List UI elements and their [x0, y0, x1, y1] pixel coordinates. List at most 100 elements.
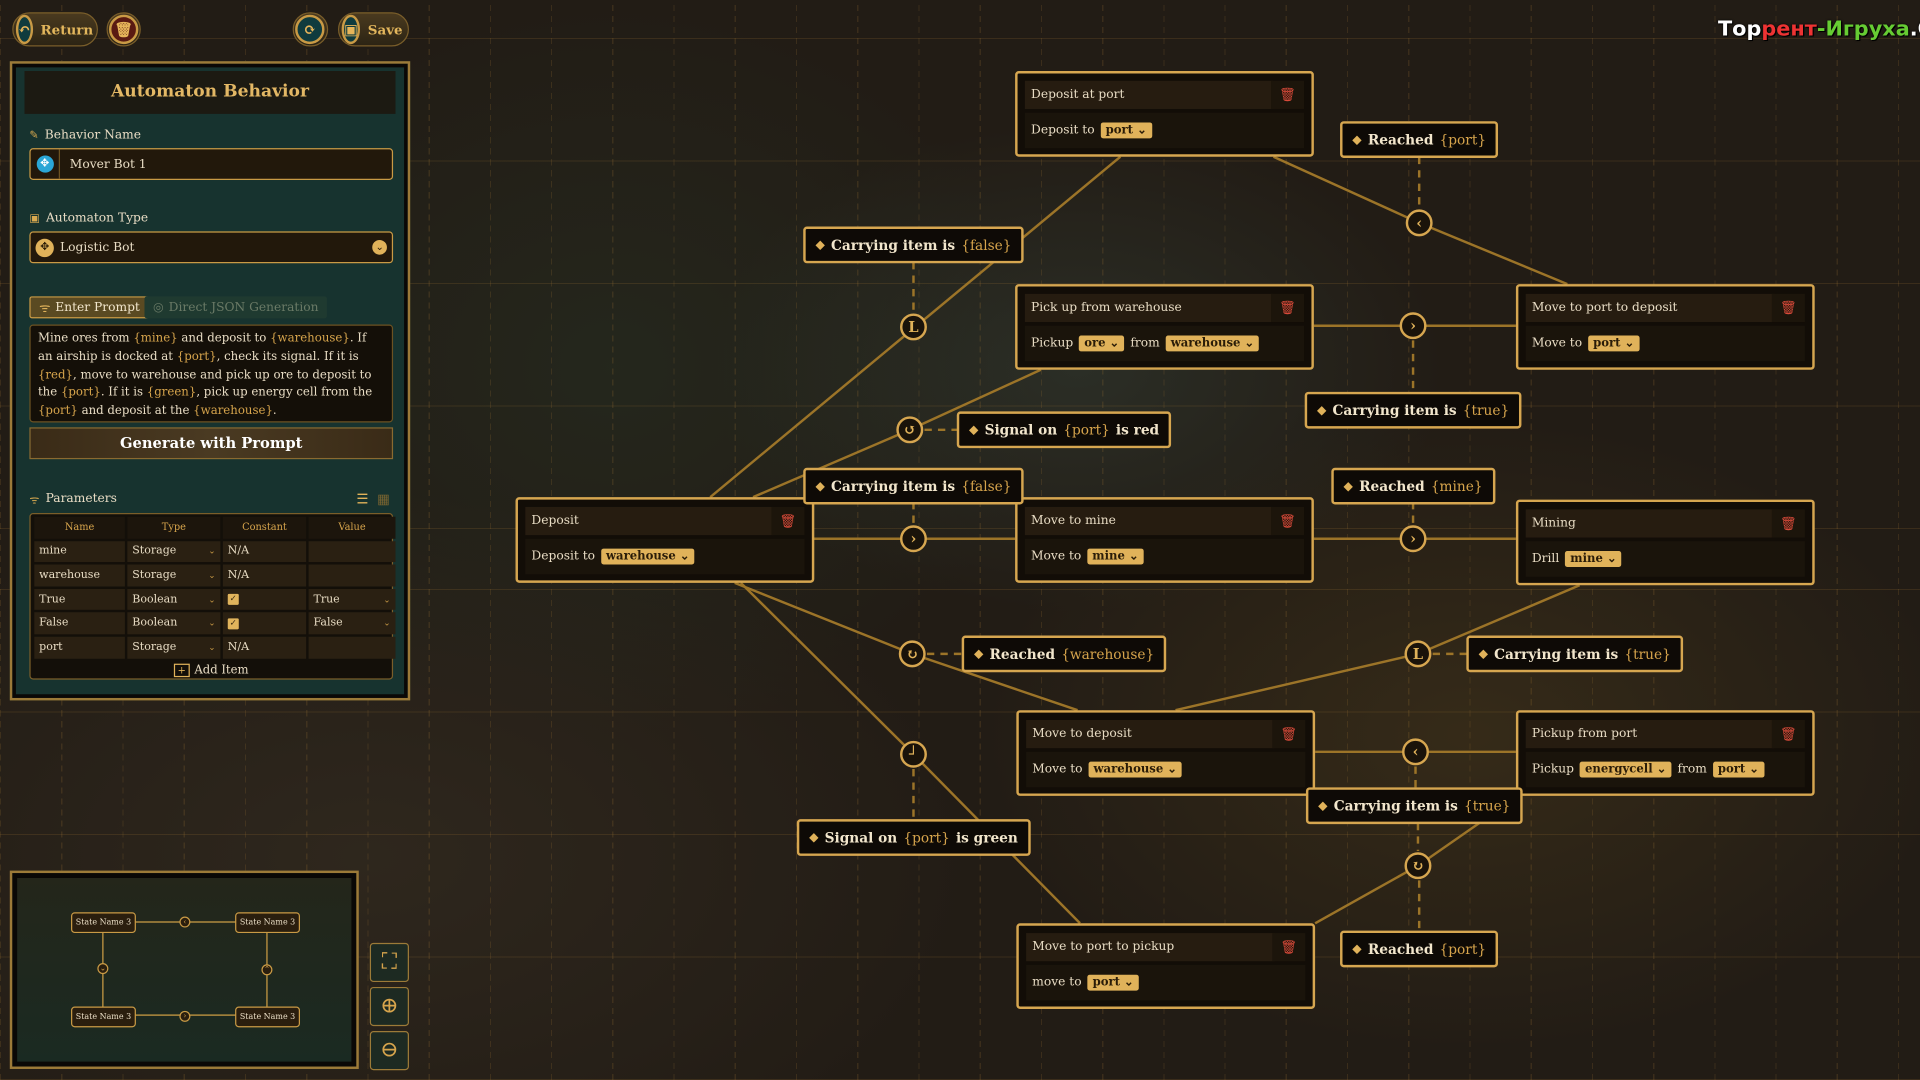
param-dropdown[interactable]: warehouse ⌄: [601, 548, 695, 565]
tab-direct-json[interactable]: ◎Direct JSON Generation: [144, 296, 328, 319]
param-dropdown[interactable]: warehouse ⌄: [1088, 761, 1182, 778]
condition-node[interactable]: ◆Reached{warehouse}: [961, 635, 1167, 673]
trash-icon[interactable]: 🗑: [1271, 293, 1305, 323]
transition-node[interactable]: L: [900, 313, 927, 341]
fit-view-button[interactable]: ⛶: [369, 942, 409, 983]
state-node[interactable]: Mining🗑 Drill mine ⌄: [1515, 499, 1815, 586]
delete-button[interactable]: 🗑: [106, 12, 141, 47]
param-dropdown[interactable]: port ⌄: [1712, 761, 1764, 778]
transition-node[interactable]: ↻: [1404, 852, 1432, 880]
refresh-button[interactable]: ⟳: [292, 12, 329, 47]
param-constant-cell[interactable]: ✓: [222, 588, 307, 611]
trash-icon[interactable]: 🗑: [1272, 720, 1306, 749]
transition-node[interactable]: ›: [900, 525, 927, 553]
param-type-select[interactable]: Storage⌄: [127, 564, 221, 587]
condition-node[interactable]: ◆Reached{port}: [1340, 930, 1499, 968]
save-button[interactable]: ▣ Save: [337, 12, 409, 47]
param-dropdown[interactable]: mine ⌄: [1087, 548, 1144, 565]
param-name-cell[interactable]: warehouse: [34, 564, 125, 587]
state-title[interactable]: Move to port to deposit: [1525, 293, 1775, 323]
focus-icon: ⛶: [381, 948, 398, 975]
param-type-select[interactable]: Boolean⌄: [127, 588, 221, 611]
transition-node[interactable]: ‹: [1405, 209, 1433, 237]
condition-node[interactable]: ◆Reached{port}: [1340, 121, 1499, 158]
param-name-cell[interactable]: mine: [34, 540, 125, 563]
transition-node[interactable]: ↺: [896, 416, 924, 444]
trash-icon[interactable]: 🗑: [1771, 509, 1805, 538]
condition-variable: {port}: [1439, 131, 1487, 148]
checkbox-checked[interactable]: ✓: [227, 593, 239, 605]
transition-node[interactable]: ‹: [1402, 738, 1429, 766]
param-dropdown[interactable]: mine ⌄: [1565, 551, 1622, 567]
state-title[interactable]: Pickup from port: [1525, 720, 1775, 749]
condition-node[interactable]: ◆Carrying item is{true}: [1305, 787, 1523, 825]
behavior-name-input[interactable]: ✥ Mover Bot 1: [29, 148, 394, 181]
param-value-cell[interactable]: False⌄: [308, 612, 396, 635]
param-dropdown[interactable]: port ⌄: [1588, 335, 1640, 352]
param-type-select[interactable]: Boolean⌄: [127, 612, 221, 635]
automaton-type-select[interactable]: ✥ Logistic Bot ⌄: [29, 231, 394, 264]
param-name-cell[interactable]: port: [34, 636, 125, 659]
action-text: Drill: [1531, 552, 1560, 566]
chevron-down-icon: ⌄: [1124, 549, 1139, 564]
checkbox-checked[interactable]: ✓: [227, 617, 239, 629]
param-dropdown[interactable]: warehouse ⌄: [1165, 335, 1260, 352]
condition-node[interactable]: ◆Signal on{port}is green: [796, 819, 1031, 856]
zoom-out-button[interactable]: ⊖: [369, 1031, 409, 1071]
param-name-cell[interactable]: False: [34, 612, 125, 635]
transition-node[interactable]: L: [1404, 640, 1432, 668]
condition-node[interactable]: ◆Carrying item is{false}: [803, 226, 1024, 264]
param-dropdown[interactable]: energycell ⌄: [1580, 761, 1672, 778]
add-item-button[interactable]: +Add Item: [34, 661, 388, 677]
trash-icon[interactable]: 🗑: [1771, 293, 1805, 323]
param-dropdown[interactable]: port ⌄: [1087, 974, 1139, 991]
return-button[interactable]: ↶ Return: [12, 12, 98, 47]
condition-node[interactable]: ◆Signal on{port}is red: [956, 411, 1172, 449]
param-name-cell[interactable]: True: [34, 588, 125, 611]
trash-icon[interactable]: 🗑: [1272, 933, 1306, 962]
transition-node[interactable]: ↻: [898, 640, 926, 668]
trash-icon[interactable]: 🗑: [1271, 80, 1305, 109]
prompt-textarea[interactable]: Mine ores from {mine} and deposit to {wa…: [29, 324, 394, 423]
generate-with-prompt-button[interactable]: Generate with Prompt: [29, 427, 394, 460]
grid-view-icon[interactable]: ▦: [377, 491, 390, 507]
diamond-icon: ◆: [1343, 479, 1353, 493]
list-view-icon[interactable]: ☰: [356, 491, 369, 507]
param-dropdown[interactable]: port ⌄: [1100, 122, 1152, 139]
state-title[interactable]: Deposit at port: [1024, 80, 1274, 109]
state-title[interactable]: Move to port to pickup: [1026, 933, 1275, 962]
zoom-in-button[interactable]: ⊕: [369, 986, 409, 1027]
transition-node[interactable]: ›: [1399, 525, 1427, 553]
condition-node[interactable]: ◆Carrying item is{true}: [1466, 635, 1684, 673]
state-title[interactable]: Mining: [1525, 509, 1775, 538]
param-value-cell[interactable]: True⌄: [308, 588, 396, 611]
transition-node[interactable]: ›: [1399, 312, 1427, 340]
trash-icon[interactable]: 🗑: [1271, 506, 1305, 536]
condition-node[interactable]: ◆Reached{mine}: [1331, 467, 1495, 505]
trash-icon[interactable]: 🗑: [1771, 720, 1805, 749]
param-dropdown[interactable]: ore ⌄: [1079, 335, 1125, 352]
param-type-select[interactable]: Storage⌄: [127, 636, 221, 659]
condition-node[interactable]: ◆Carrying item is{true}: [1304, 391, 1522, 429]
state-title[interactable]: Deposit: [525, 506, 774, 536]
transition-node[interactable]: ┘: [900, 740, 927, 768]
param-type-select[interactable]: Storage⌄: [127, 540, 221, 563]
state-title[interactable]: Move to mine: [1024, 506, 1274, 536]
param-constant-cell[interactable]: ✓: [222, 612, 307, 635]
state-title[interactable]: Pick up from warehouse: [1024, 293, 1274, 323]
trash-icon[interactable]: 🗑: [771, 506, 805, 536]
state-title[interactable]: Move to deposit: [1026, 720, 1275, 749]
condition-node[interactable]: ◆Carrying item is{false}: [803, 467, 1024, 505]
